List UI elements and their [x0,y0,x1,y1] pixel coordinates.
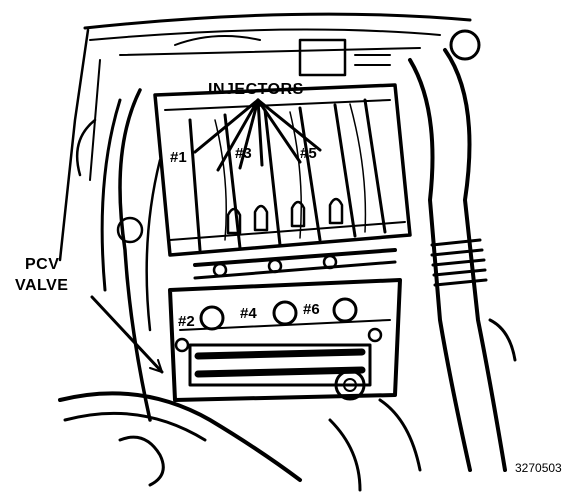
cylinder-5-label: #5 [300,145,317,162]
cylinder-2-label: #2 [178,313,195,330]
cylinder-1-label: #1 [170,149,187,166]
pcv-label-line1: PCV [25,256,60,273]
cylinder-3-label: #3 [235,145,252,162]
pcv-label-line2: VALVE [15,277,69,294]
figure-number: 3270503 [515,461,562,475]
cylinder-6-label: #6 [303,301,320,318]
injectors-label: INJECTORS [208,81,304,98]
cylinder-4-label: #4 [240,305,257,322]
